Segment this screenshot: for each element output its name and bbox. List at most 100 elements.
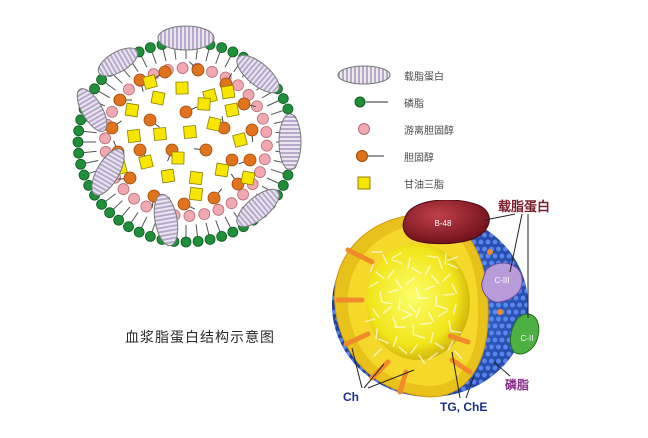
surface-head: [503, 232, 508, 238]
surface-head: [366, 393, 372, 397]
apoprotein-label: 载脂蛋白: [498, 199, 551, 214]
surface-head: [496, 372, 501, 378]
lipid-strand: [428, 352, 438, 360]
cholesterol-ester: [191, 63, 205, 77]
surface-head: [335, 386, 340, 392]
apolipoprotein: [153, 193, 179, 247]
lipid-strand: [375, 328, 378, 340]
surface-head: [531, 359, 536, 364]
surface-head: [335, 344, 340, 350]
phospholipid-label: 磷脂: [505, 378, 530, 392]
surface-head: [496, 358, 501, 364]
lipid-strand: [372, 308, 380, 318]
lipid-strand: [450, 330, 462, 334]
phospholipid-head: [96, 198, 107, 210]
surface-head: [492, 351, 498, 357]
phospholipid-icon: [354, 96, 388, 108]
legend-free-cholesterol: 游离胆固醇: [330, 117, 510, 141]
lipid-strand: [382, 254, 388, 265]
lipid-strand: [392, 336, 398, 348]
surface-head: [496, 232, 501, 238]
surface-head: [492, 337, 498, 343]
surface-head: [503, 316, 508, 322]
surface-head: [387, 393, 393, 397]
surface-head: [499, 351, 505, 357]
surface-head: [489, 232, 494, 238]
surface-head: [332, 267, 337, 273]
lipid-strand: [382, 306, 392, 314]
triglyceride: [214, 162, 230, 178]
surface-head: [489, 302, 494, 308]
lipid-strand: [401, 309, 412, 316]
surface-head: [513, 225, 519, 231]
surface-head: [517, 302, 522, 308]
surface-head: [531, 219, 536, 224]
triglyceride-icon: [357, 176, 371, 190]
phospholipid-head: [78, 169, 90, 181]
surface-head: [345, 351, 351, 357]
surface-head: [492, 379, 498, 385]
lipid-strand: [373, 348, 382, 357]
cholesterol-ester: [243, 153, 257, 167]
surface-head: [489, 358, 494, 364]
lipid-strand: [391, 259, 403, 264]
cholesterol-ester: [199, 143, 213, 157]
surface-head: [520, 309, 526, 315]
surface-head: [517, 246, 522, 252]
surface-head: [478, 365, 484, 371]
cholesterol-spike: [447, 333, 471, 345]
lipid-strand: [420, 322, 432, 325]
triglyceride: [142, 74, 158, 90]
lipid-strand: [401, 314, 412, 320]
surface-head: [338, 225, 344, 231]
surface-cholesterol: [497, 309, 503, 315]
surface-head: [499, 393, 505, 397]
surface-head: [471, 393, 477, 397]
surface-head: [335, 260, 340, 266]
triglyceride: [224, 102, 240, 118]
surface-head: [531, 289, 536, 294]
surface-head: [531, 373, 536, 378]
apo-b48-shape: [402, 200, 490, 245]
lipid-strand: [437, 305, 449, 310]
surface-head: [499, 323, 505, 329]
surface-head: [332, 323, 337, 329]
surface-head: [335, 246, 340, 252]
apolipoprotein: [236, 188, 280, 228]
surface-head: [338, 253, 344, 259]
surface-head: [363, 218, 368, 224]
surface-head: [513, 253, 519, 259]
surface-head: [363, 372, 368, 378]
surface-head: [520, 365, 526, 371]
phospholipid-head: [73, 147, 85, 159]
surface-head: [499, 225, 505, 231]
lipid-strand: [408, 304, 417, 314]
surface-head: [520, 253, 526, 259]
lipid-strand: [410, 344, 418, 354]
cholesterol-ester: [179, 105, 193, 119]
surface-head: [335, 358, 340, 364]
surface-head: [332, 365, 337, 371]
surface-head: [401, 393, 407, 397]
surface-head: [482, 260, 487, 266]
free-cholesterol: [254, 166, 266, 179]
surface-head: [394, 213, 400, 217]
surface-head: [366, 213, 372, 217]
surface-head: [387, 213, 393, 217]
free-cholesterol: [256, 112, 269, 125]
legend-label-free-cholesterol: 游离胆固醇: [404, 125, 454, 137]
surface-head: [482, 358, 487, 364]
lipid-strand: [412, 324, 415, 336]
lipid-strand: [438, 258, 443, 270]
surface-head: [475, 386, 480, 392]
surface-head: [332, 239, 337, 245]
lipid-strand: [395, 279, 403, 289]
surface-head: [496, 386, 501, 392]
surface-head: [485, 365, 491, 371]
surface-head: [359, 213, 365, 217]
surface-head: [478, 379, 484, 385]
surface-head: [492, 213, 498, 217]
lipid-strand: [415, 287, 420, 299]
surface-cholesterol: [487, 249, 493, 255]
surface-head: [489, 260, 494, 266]
